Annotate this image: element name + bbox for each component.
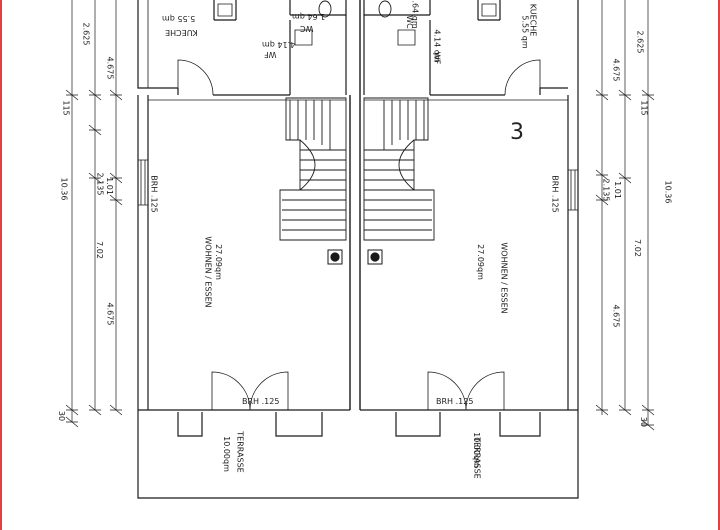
right-kitchen-door bbox=[504, 59, 541, 96]
left-dim-outer-2: 115 bbox=[61, 100, 71, 116]
right-dim-outer-2: 115 bbox=[639, 100, 649, 116]
right-dim-inner-2: 1.01 bbox=[612, 181, 622, 199]
left-terrace-area: 10.00qm bbox=[221, 436, 231, 472]
left-terrace-doors bbox=[211, 371, 289, 411]
right-living-area: 27.09qm bbox=[475, 244, 485, 280]
left-brh-door: BRH .125 bbox=[242, 397, 280, 406]
right-dim-middle-2: 7.02 bbox=[632, 239, 642, 257]
left-chimney bbox=[327, 249, 343, 265]
left-kitchen-door bbox=[177, 59, 214, 96]
left-dim-inner-3: 4.675 bbox=[105, 302, 115, 326]
left-kitchen-sink bbox=[213, 0, 237, 21]
right-chimney bbox=[367, 249, 383, 265]
left-living-wall-left bbox=[137, 95, 149, 410]
right-brh-side: BRH .125 bbox=[550, 175, 560, 213]
right-unit-number: 3 bbox=[510, 120, 524, 145]
left-living-name: WOHNEN / ESSEN bbox=[203, 236, 213, 308]
left-dim-outer-3: 10.36 bbox=[59, 177, 69, 201]
right-stair bbox=[363, 97, 435, 241]
left-dim-outer-4: 30 bbox=[57, 410, 67, 422]
left-living-area: 27.09qm bbox=[213, 244, 223, 280]
right-wf-label: WF bbox=[432, 51, 442, 65]
right-dim-inner-1: 4.675 bbox=[611, 58, 621, 82]
right-dim-outer-4: 30 bbox=[639, 416, 649, 428]
right-brh-door: BRH .125 bbox=[436, 397, 474, 406]
left-dim-middle-2: 7.02 bbox=[94, 241, 104, 259]
left-dimension-lines bbox=[65, 0, 123, 428]
left-terrace-name: TERRASSE bbox=[235, 431, 245, 473]
left-wc-area-label: 4.14 qm bbox=[262, 40, 296, 49]
right-wc-wall bbox=[363, 0, 431, 16]
right-wc-toilet bbox=[378, 0, 392, 18]
left-wc-name: WC bbox=[300, 24, 314, 33]
page-border-left bbox=[0, 0, 2, 530]
left-dim-outer-1: 2.625 bbox=[81, 22, 91, 46]
right-living-wall-right bbox=[567, 0, 579, 410]
left-stair bbox=[279, 97, 347, 241]
page-border-right bbox=[718, 0, 720, 530]
right-terrace-name: TERRASSE bbox=[472, 437, 482, 479]
left-kitchen-name: KUECHE bbox=[165, 28, 198, 37]
right-dim-inner-3: 4.675 bbox=[611, 304, 621, 328]
left-kitchen-area: 5.55 qm bbox=[162, 14, 196, 23]
left-dim-inner-2: 1.01 bbox=[104, 177, 114, 195]
right-wc-area: 1.64 qm bbox=[410, 0, 420, 29]
right-living-name: WOHNEN / ESSEN bbox=[499, 242, 509, 314]
left-terrace bbox=[137, 410, 360, 499]
left-wf-label: WF bbox=[264, 50, 277, 59]
left-wc-toilet bbox=[318, 0, 332, 18]
left-dim-inner-1: 4.675 bbox=[105, 56, 115, 80]
right-kitchen-sink bbox=[477, 0, 501, 21]
left-kitchen-wall bbox=[137, 0, 178, 89]
right-dim-outer-1: 2.625 bbox=[635, 30, 645, 54]
right-dim-middle-1: 2.135 bbox=[601, 178, 611, 202]
right-dim-outer-3: 10.36 bbox=[663, 180, 673, 204]
right-terrace-doors bbox=[427, 371, 505, 411]
left-dim-middle-1: 2.135 bbox=[95, 172, 105, 196]
right-terrace bbox=[360, 409, 579, 499]
left-brh-side: BRH .125 bbox=[149, 175, 159, 213]
right-dimension-lines bbox=[595, 0, 655, 431]
right-kitchen-area: 5.55 qm bbox=[520, 15, 530, 49]
left-wc-area: 1.64 qm bbox=[292, 12, 326, 21]
